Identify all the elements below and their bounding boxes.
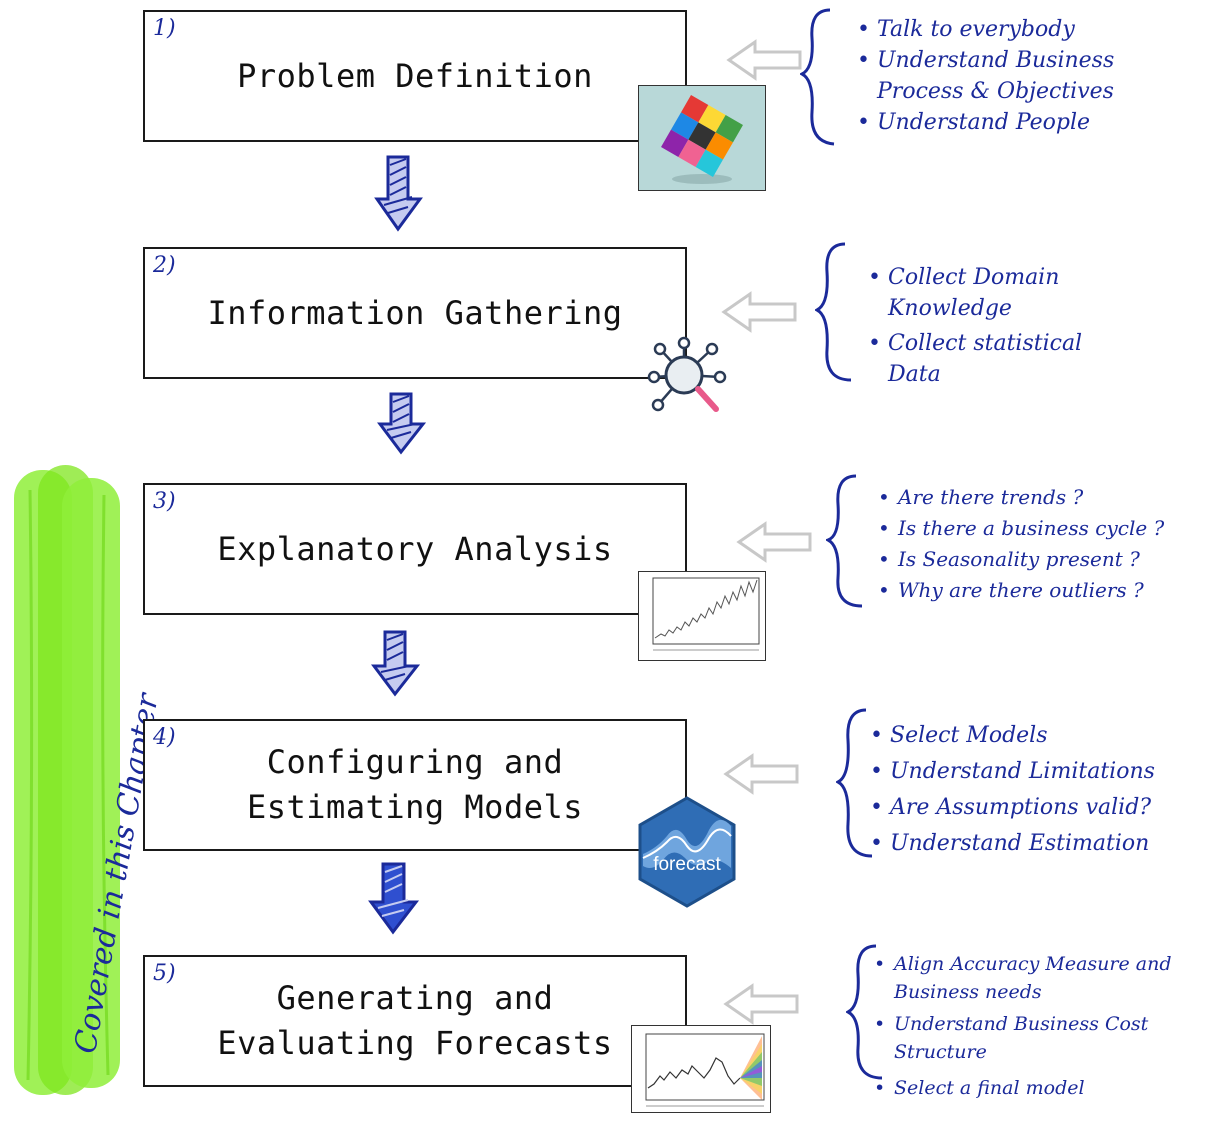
- step-number: 5): [153, 961, 176, 986]
- step-title: Generating and Evaluating Forecasts: [217, 979, 613, 1062]
- step-number: 3): [153, 489, 176, 514]
- notes-step-2: Collect Domain Knowledge Collect statist…: [866, 262, 1106, 390]
- brace-1: [800, 8, 835, 146]
- forecast-logo-text: forecast: [653, 854, 721, 875]
- note-item: Collect Domain Knowledge: [866, 262, 1106, 324]
- grey-arrow-2: [721, 291, 797, 333]
- step-box-problem-definition: 1) Problem Definition: [143, 10, 687, 142]
- step-title: Problem Definition: [237, 56, 593, 95]
- step-number: 2): [153, 253, 176, 278]
- notes-step-3: Are there trends ? Is there a business c…: [876, 482, 1176, 606]
- note-item: Understand Business Process & Objectives: [855, 45, 1135, 107]
- note-item: Select a final model: [872, 1074, 1192, 1102]
- down-arrow-4: [368, 862, 420, 935]
- grey-arrow-4: [723, 753, 799, 795]
- brace-4: [836, 708, 873, 858]
- note-item: Align Accuracy Measure and Business need…: [872, 950, 1192, 1006]
- step-number: 4): [153, 725, 176, 750]
- forecast-hex-logo-icon: forecast: [637, 796, 737, 908]
- note-item: Why are there outliers ?: [876, 575, 1176, 606]
- note-item: Understand Estimation: [868, 826, 1158, 862]
- step-box-generating-forecasts: 5) Generating and Evaluating Forecasts: [143, 955, 687, 1087]
- grey-arrow-5: [723, 983, 799, 1025]
- down-arrow-2: [377, 392, 427, 455]
- note-item: Collect statistical Data: [866, 328, 1106, 390]
- rubiks-cube-icon: [638, 85, 766, 191]
- magnifier-network-icon: [647, 336, 727, 412]
- time-series-plot-icon: [638, 571, 766, 661]
- grey-arrow-3: [736, 521, 812, 563]
- note-item: Are there trends ?: [876, 482, 1176, 513]
- step-box-configuring-models: 4) Configuring and Estimating Models: [143, 719, 687, 851]
- note-item: Are Assumptions valid?: [868, 790, 1158, 826]
- note-item: Talk to everybody: [855, 14, 1135, 45]
- step-number: 1): [153, 16, 176, 41]
- note-item: Understand People: [855, 107, 1135, 138]
- brace-5: [846, 944, 883, 1080]
- step-title: Information Gathering: [207, 293, 623, 332]
- step-box-information-gathering: 2) Information Gathering: [143, 247, 687, 379]
- note-item: Select Models: [868, 718, 1158, 754]
- step-box-explanatory-analysis: 3) Explanatory Analysis: [143, 483, 687, 615]
- note-item: Understand Limitations: [868, 754, 1158, 790]
- down-arrow-3: [371, 630, 421, 697]
- note-item: Is Seasonality present ?: [876, 544, 1176, 575]
- down-arrow-1: [374, 155, 423, 232]
- step-title: Explanatory Analysis: [217, 529, 613, 568]
- forecast-fan-chart-icon: [631, 1025, 771, 1113]
- notes-step-1: Talk to everybody Understand Business Pr…: [855, 14, 1135, 138]
- sidebar-label: Covered in this Chapter: [68, 691, 166, 1057]
- note-item: Understand Business Cost Structure: [872, 1010, 1192, 1066]
- brace-2: [815, 242, 852, 382]
- step-title: Configuring and Estimating Models: [246, 743, 583, 826]
- grey-arrow-1: [726, 39, 802, 81]
- notes-step-5: Align Accuracy Measure and Business need…: [872, 950, 1192, 1102]
- brace-3: [826, 474, 863, 608]
- notes-step-4: Select Models Understand Limitations Are…: [868, 718, 1158, 862]
- note-item: Is there a business cycle ?: [876, 513, 1176, 544]
